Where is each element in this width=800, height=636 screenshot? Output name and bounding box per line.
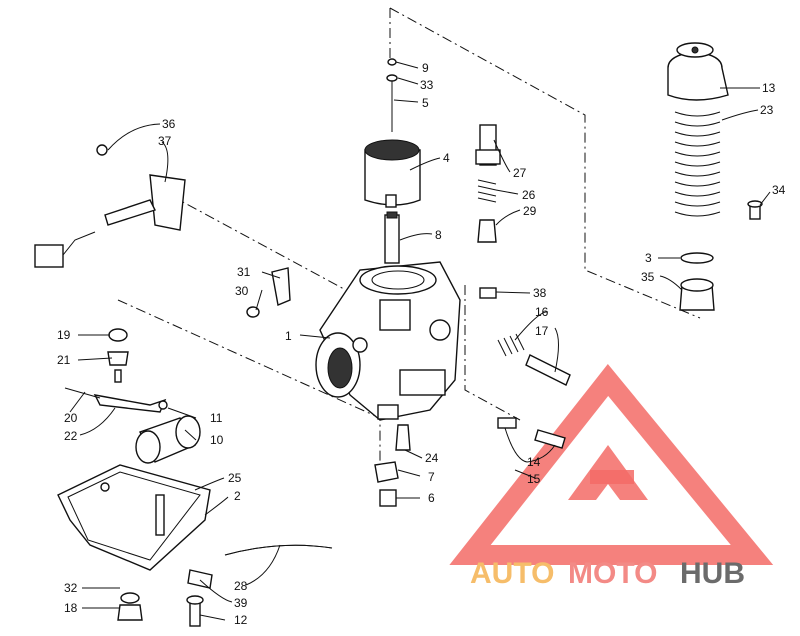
callout-6: 6: [428, 491, 435, 505]
callout-23: 23: [760, 103, 774, 117]
callout-29: 29: [523, 204, 537, 218]
callout-1: 1: [285, 329, 292, 343]
callout-34: 34: [772, 183, 786, 197]
watermark-auto: AUTO: [470, 557, 554, 590]
callout-17: 17: [535, 324, 549, 338]
callout-22: 22: [64, 429, 78, 443]
needle-jet: [384, 211, 400, 264]
callout-12: 12: [234, 613, 248, 627]
holder: [679, 278, 715, 311]
float-arm: [64, 387, 168, 413]
callout-25: 25: [228, 471, 242, 485]
callout-18: 18: [64, 601, 78, 615]
watermark-moto: MOTO: [568, 557, 657, 590]
callout-31: 31: [237, 265, 251, 279]
cable-bracket: [34, 144, 186, 268]
float-needle: [107, 328, 129, 383]
bowl-bolts: [117, 592, 204, 627]
watermark-hub: HUB: [680, 557, 745, 590]
callout-37: 37: [158, 134, 172, 148]
callout-35: 35: [641, 270, 655, 284]
callout-32: 32: [64, 581, 78, 595]
callout-13: 13: [762, 81, 776, 95]
callout-19: 19: [57, 328, 71, 342]
jet-needle: [386, 58, 398, 132]
callout-30: 30: [235, 284, 249, 298]
callout-15: 15: [527, 472, 541, 486]
callout-36: 36: [162, 117, 176, 131]
callout-11: 11: [210, 411, 223, 425]
pilot-jet: [497, 417, 566, 449]
float-bowl: [57, 464, 211, 571]
carburetor-cap: [667, 42, 729, 101]
slide-spring: [674, 111, 721, 217]
callout-8: 8: [435, 228, 442, 242]
callout-20: 20: [64, 411, 78, 425]
callout-24: 24: [425, 451, 439, 465]
air-screw: [479, 287, 571, 386]
callout-16: 16: [535, 305, 549, 319]
cap-screw: [747, 200, 763, 220]
callout-2: 2: [234, 489, 241, 503]
main-jet: [374, 424, 411, 507]
callout-7: 7: [428, 470, 435, 484]
callout-38: 38: [533, 286, 547, 300]
float: [135, 415, 201, 464]
throttle-slide: [364, 139, 421, 208]
leader-lines: [69, 61, 771, 621]
callout-26: 26: [522, 188, 536, 202]
callout-14: 14: [527, 455, 541, 469]
callout-3: 3: [645, 251, 652, 265]
throttle-stop: [246, 267, 291, 318]
callout-9: 9: [422, 61, 429, 75]
callout-21: 21: [57, 353, 71, 367]
callout-39: 39: [234, 596, 248, 610]
callout-33: 33: [420, 78, 434, 92]
hose-clip: [187, 569, 213, 589]
callout-labels: 9 33 5 4 8 27 26 29 13 23 3 35 34 36 37 …: [57, 61, 786, 627]
callout-28: 28: [234, 579, 248, 593]
callout-5: 5: [422, 96, 429, 110]
washer: [680, 252, 714, 264]
callout-4: 4: [443, 151, 450, 165]
callout-10: 10: [210, 433, 224, 447]
callout-27: 27: [513, 166, 527, 180]
watermark-text: AUTO MOTO HUB: [470, 557, 745, 590]
carburetor-body: [315, 261, 461, 421]
watermark-logo: [449, 364, 774, 565]
